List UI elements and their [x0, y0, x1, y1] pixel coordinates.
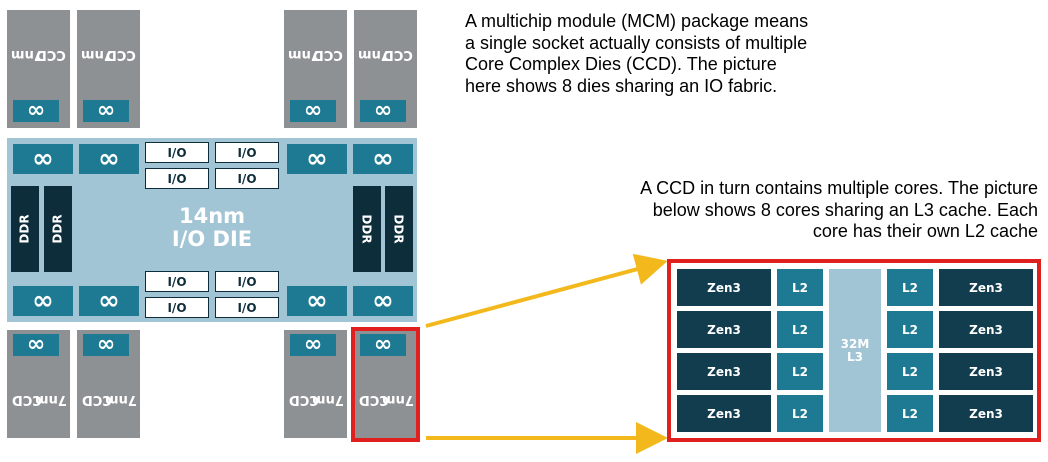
zen3-core: Zen3	[939, 311, 1033, 348]
infinity-icon: ∞	[96, 332, 116, 357]
infinity-icon: ∞	[96, 98, 116, 123]
io-link-box: I/O	[145, 297, 209, 318]
io-link-box: I/O	[215, 271, 279, 292]
infinity-fabric-port: ∞	[13, 100, 59, 122]
infinity-icon: ∞	[373, 332, 393, 357]
io-die-infinity-port: ∞	[353, 144, 413, 174]
io-link-box: I/O	[215, 142, 279, 163]
infinity-fabric-port: ∞	[360, 100, 406, 122]
l2-cache: L2	[777, 395, 823, 432]
io-link-box: I/O	[145, 271, 209, 292]
l2-cache: L2	[887, 269, 933, 306]
infinity-icon: ∞	[26, 98, 46, 123]
ddr-channel: DDR	[11, 186, 39, 272]
io-link-box: I/O	[215, 168, 279, 189]
infinity-icon: ∞	[306, 286, 328, 316]
l2-cache: L2	[777, 269, 823, 306]
infinity-fabric-port: ∞	[290, 100, 336, 122]
ccd-highlight-frame	[351, 327, 420, 442]
l2-cache: L2	[887, 311, 933, 348]
infinity-icon: ∞	[306, 144, 328, 174]
ddr-channel: DDR	[353, 186, 381, 272]
zen3-core: Zen3	[677, 311, 771, 348]
l2-cache: L2	[887, 353, 933, 390]
io-die-infinity-port: ∞	[353, 286, 413, 316]
io-link-box: I/O	[215, 297, 279, 318]
ddr-channel: DDR	[44, 186, 72, 272]
arrow-top	[425, 253, 668, 328]
zen3-core: Zen3	[939, 395, 1033, 432]
zen3-core: Zen3	[939, 353, 1033, 390]
io-die-infinity-port: ∞	[287, 144, 347, 174]
l2-cache: L2	[887, 395, 933, 432]
io-die-infinity-port: ∞	[287, 286, 347, 316]
infinity-icon: ∞	[303, 98, 323, 123]
l2-cache: L2	[777, 353, 823, 390]
io-die-infinity-port: ∞	[79, 286, 139, 316]
io-die-title: 14nm I/O DIE	[171, 204, 253, 251]
infinity-fabric-port: ∞	[13, 334, 59, 356]
mcm-description: A multichip module (MCM) package means a…	[465, 11, 809, 96]
ddr-channel: DDR	[385, 186, 413, 272]
io-die-infinity-port: ∞	[13, 286, 73, 316]
infinity-icon: ∞	[372, 144, 394, 174]
io-link-box: I/O	[145, 142, 209, 163]
infinity-fabric-port: ∞	[83, 100, 129, 122]
l2-cache: L2	[777, 311, 823, 348]
io-link-box: I/O	[145, 168, 209, 189]
zen3-core: Zen3	[939, 269, 1033, 306]
io-die-infinity-port: ∞	[13, 144, 73, 174]
infinity-fabric-port: ∞	[360, 334, 406, 356]
infinity-icon: ∞	[32, 144, 54, 174]
ccd-description: A CCD in turn contains multiple cores. T…	[640, 178, 1038, 241]
zen3-core: Zen3	[677, 353, 771, 390]
infinity-icon: ∞	[373, 98, 393, 123]
io-die-infinity-port: ∞	[79, 144, 139, 174]
infinity-fabric-port: ∞	[290, 334, 336, 356]
infinity-icon: ∞	[98, 286, 120, 316]
infinity-icon: ∞	[98, 144, 120, 174]
infinity-icon: ∞	[303, 332, 323, 357]
infinity-icon: ∞	[32, 286, 54, 316]
zen3-core: Zen3	[677, 269, 771, 306]
infinity-icon: ∞	[26, 332, 46, 357]
zen3-core: Zen3	[677, 395, 771, 432]
io-die: ∞ ∞ ∞ ∞ ∞ ∞ ∞ ∞ I/O I/O I/O I/O I/O I/O …	[7, 138, 417, 322]
infinity-icon: ∞	[372, 286, 394, 316]
infinity-fabric-port: ∞	[83, 334, 129, 356]
